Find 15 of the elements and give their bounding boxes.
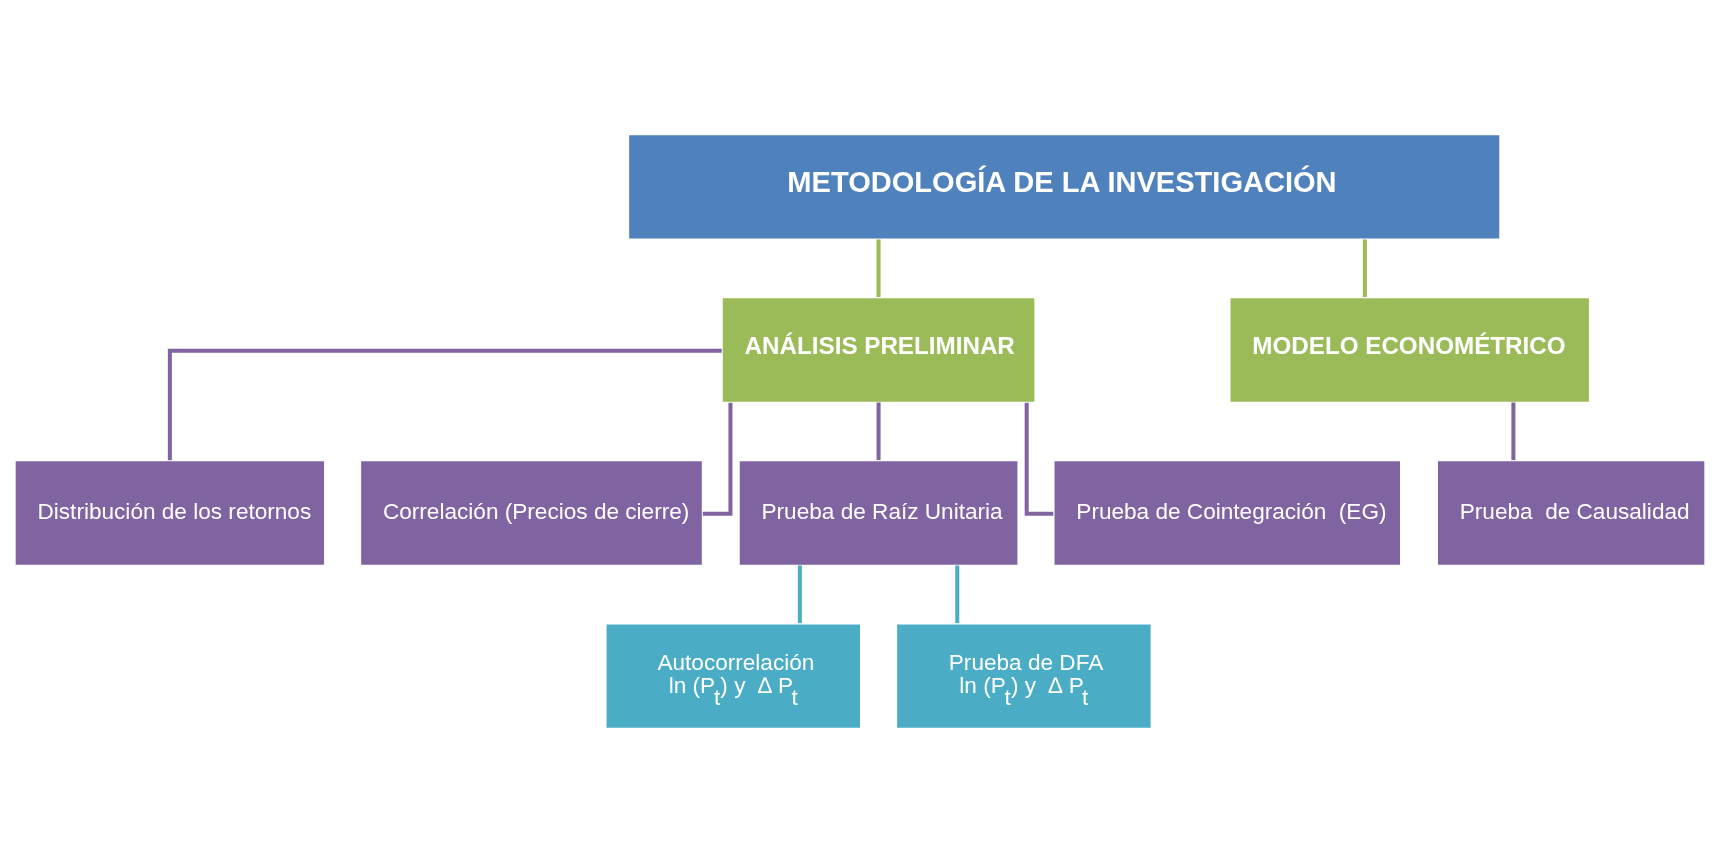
- node-box: METODOLOGÍA DE LA INVESTIGACIÓN: [627, 133, 1501, 241]
- node-box: Prueba de Raíz Unitaria: [738, 459, 1019, 567]
- node-box: Correlación (Precios de cierre): [359, 459, 704, 567]
- connector: [876, 239, 881, 297]
- node-box: ANÁLISIS PRELIMINAR: [721, 296, 1036, 404]
- node-box: Distribución de los retornos: [14, 459, 326, 567]
- connector: [797, 565, 802, 624]
- node-box: Prueba de Cointegración (EG): [1052, 459, 1402, 567]
- node-box: Prueba de Causalidad: [1436, 459, 1706, 567]
- connector: [167, 348, 722, 461]
- connector: [1362, 239, 1367, 297]
- connector: [876, 402, 881, 461]
- connector: [955, 565, 960, 624]
- node-box: MODELO ECONOMÉTRICO: [1228, 296, 1591, 404]
- connector: [1511, 402, 1516, 461]
